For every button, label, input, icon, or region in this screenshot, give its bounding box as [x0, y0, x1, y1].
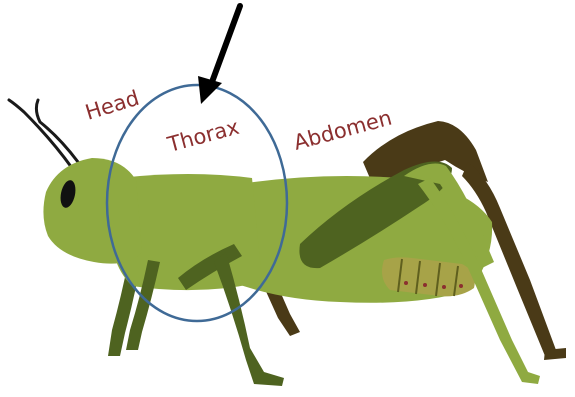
- antenna-left: [9, 100, 72, 168]
- rear-foot-back: [544, 348, 566, 360]
- antennae: [9, 100, 78, 168]
- label-abdomen: Abdomen: [291, 106, 394, 155]
- label-thorax: Thorax: [164, 115, 242, 157]
- head-shape: [43, 158, 142, 264]
